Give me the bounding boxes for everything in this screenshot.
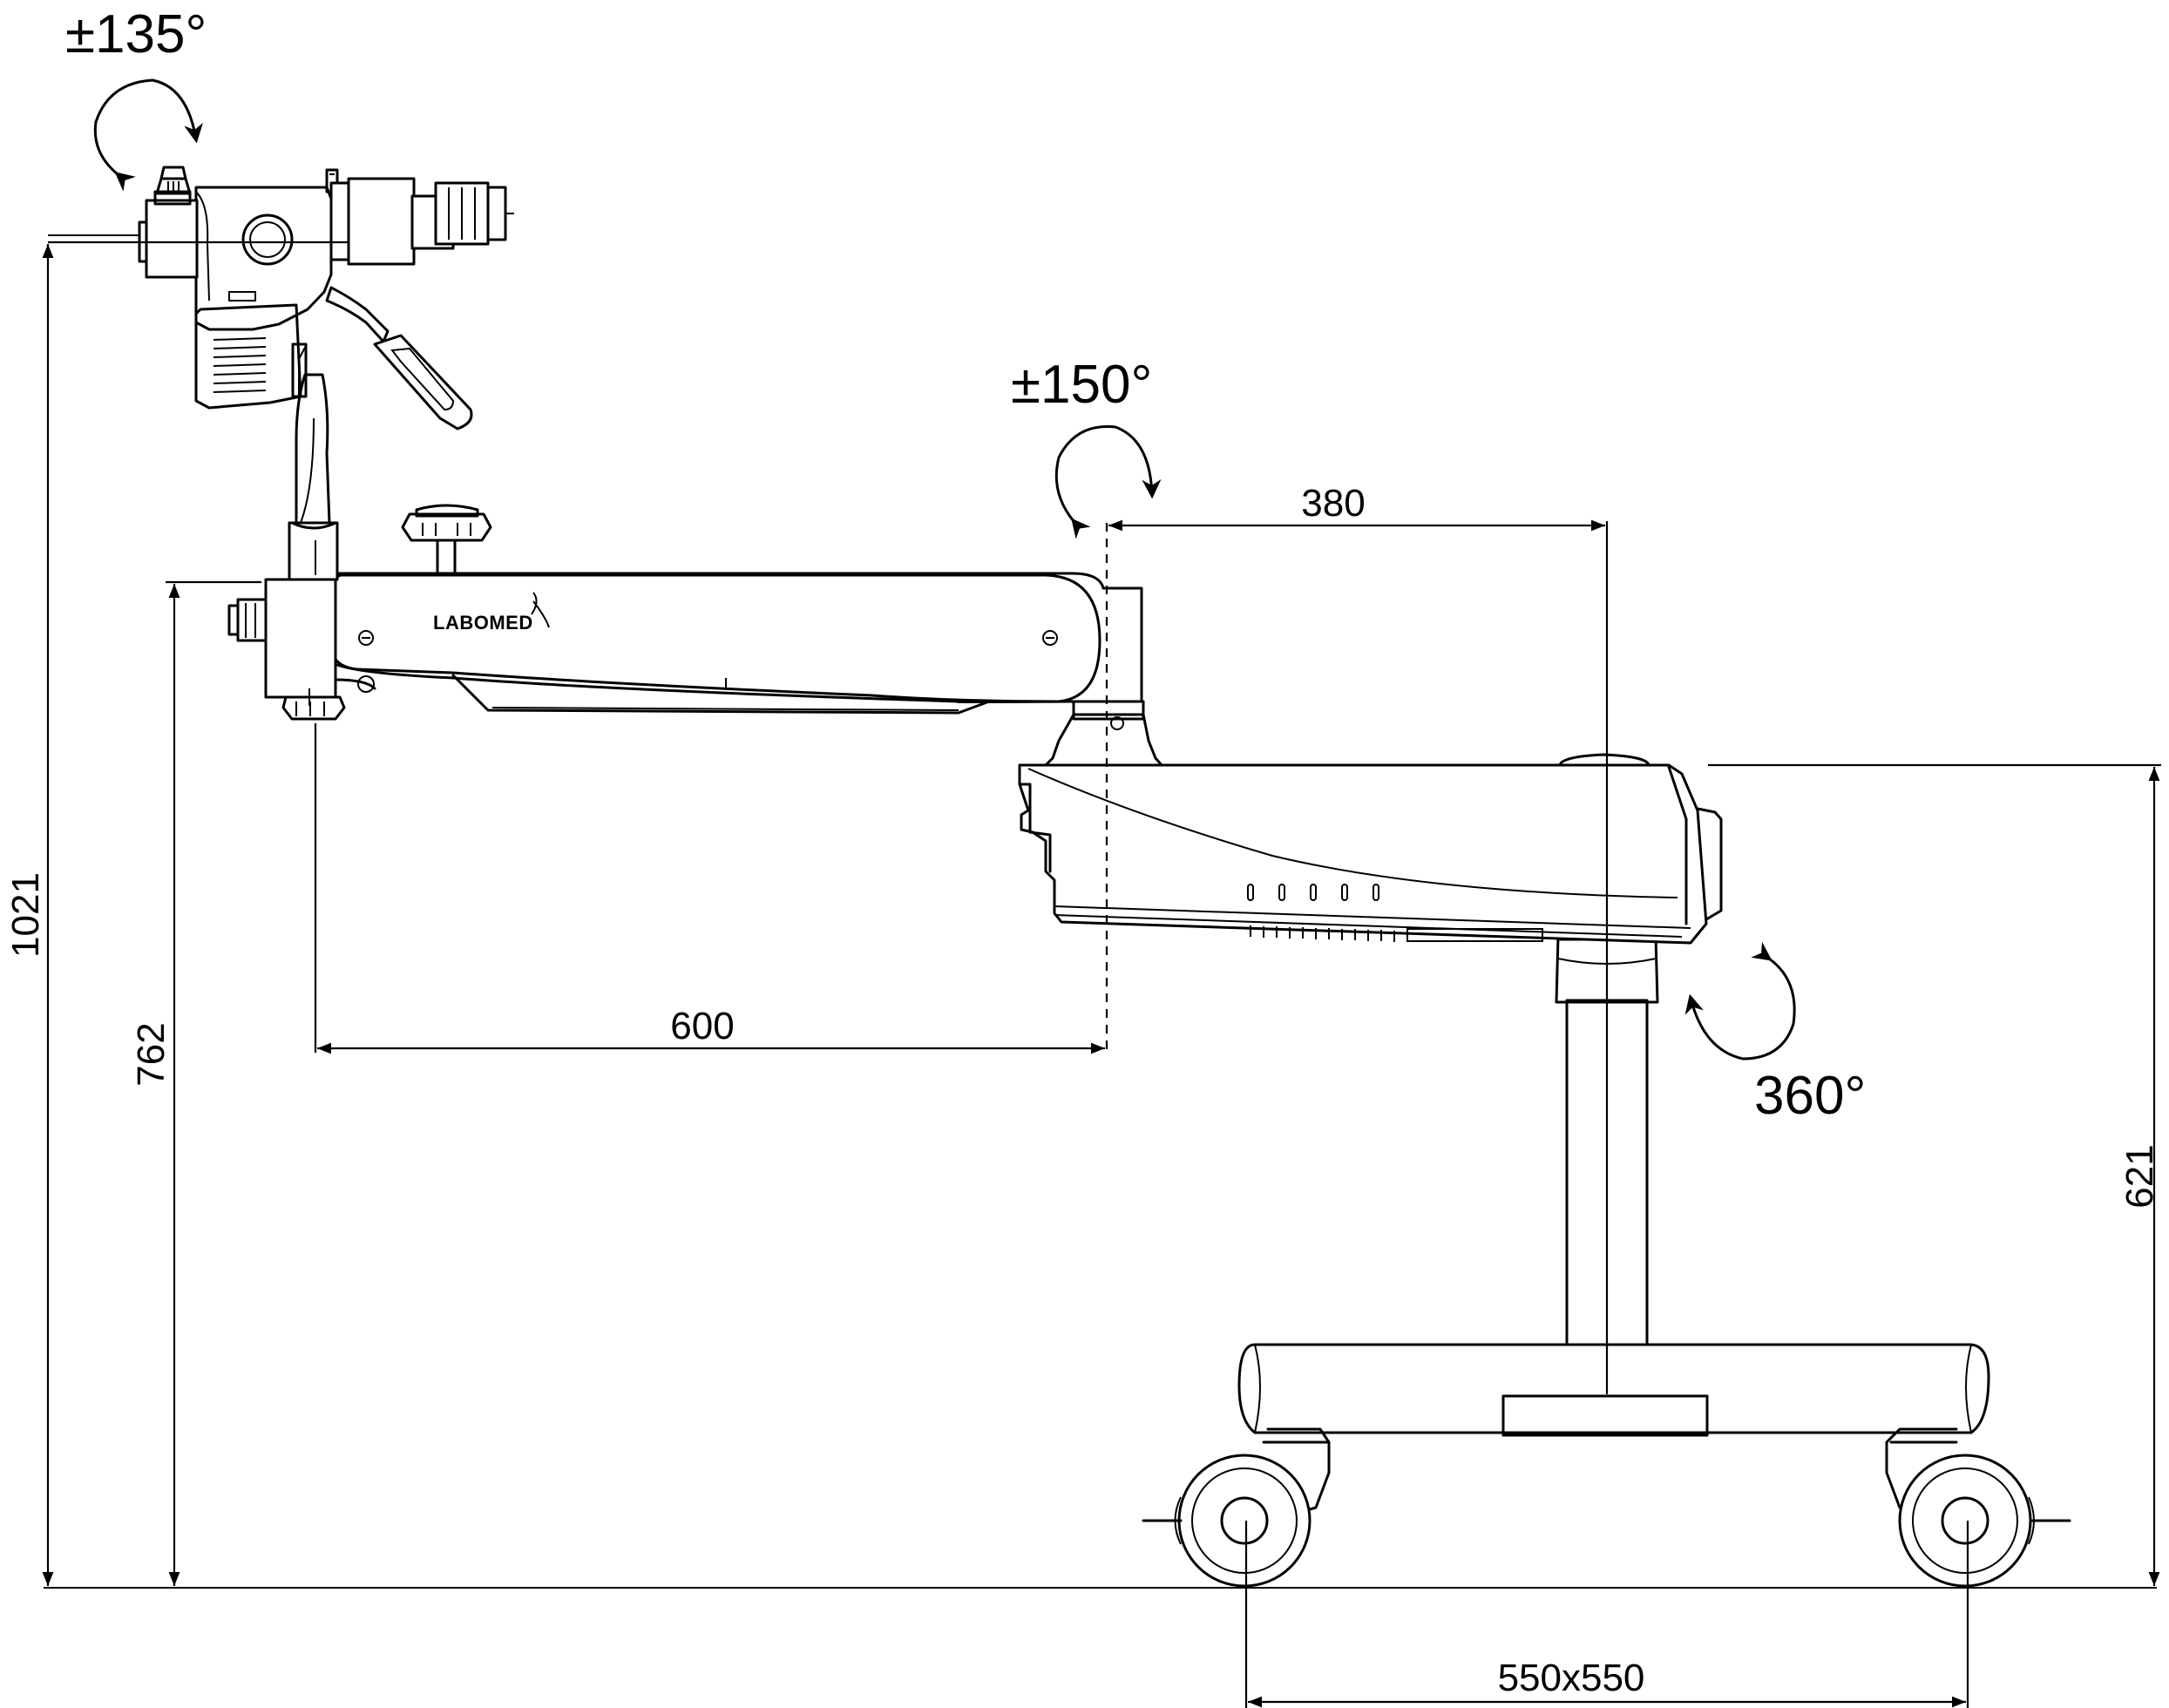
rotation-head-tilt-label: ±135° [65, 4, 207, 64]
caster-left [1142, 1454, 1312, 1588]
dim-column-offset-label: 380 [1301, 482, 1365, 525]
head-post [288, 342, 339, 581]
dim-base-height-label: 621 [2118, 1144, 2161, 1208]
rotation-column-label: 360° [1754, 1066, 1866, 1126]
microscope-head [138, 166, 514, 430]
dim-total-height-label: 1021 [4, 872, 47, 958]
rotation-head-tilt: ±135° [65, 4, 207, 192]
rotation-arm-swivel-label: ±150° [1011, 355, 1152, 415]
main-housing [1018, 753, 1723, 945]
horizontal-arm: LABOMED [322, 572, 1143, 715]
rotation-column: 360° [1684, 941, 1866, 1126]
brand-logo: LABOMED [433, 612, 533, 634]
rotation-arm-swivel: ±150° [1011, 355, 1162, 539]
cart-base [1237, 1343, 1990, 1518]
arm-lock-knob [401, 504, 492, 577]
arm-coupling [227, 578, 376, 721]
dim-base-size-label: 550x550 [1498, 1657, 1645, 1699]
lower-vent-row [1250, 925, 1543, 942]
vent-slots [1247, 884, 1379, 901]
dim-arm-height-label: 762 [130, 1022, 173, 1086]
dim-arm-reach-label: 600 [670, 1005, 734, 1047]
caster-right [1898, 1454, 2071, 1588]
